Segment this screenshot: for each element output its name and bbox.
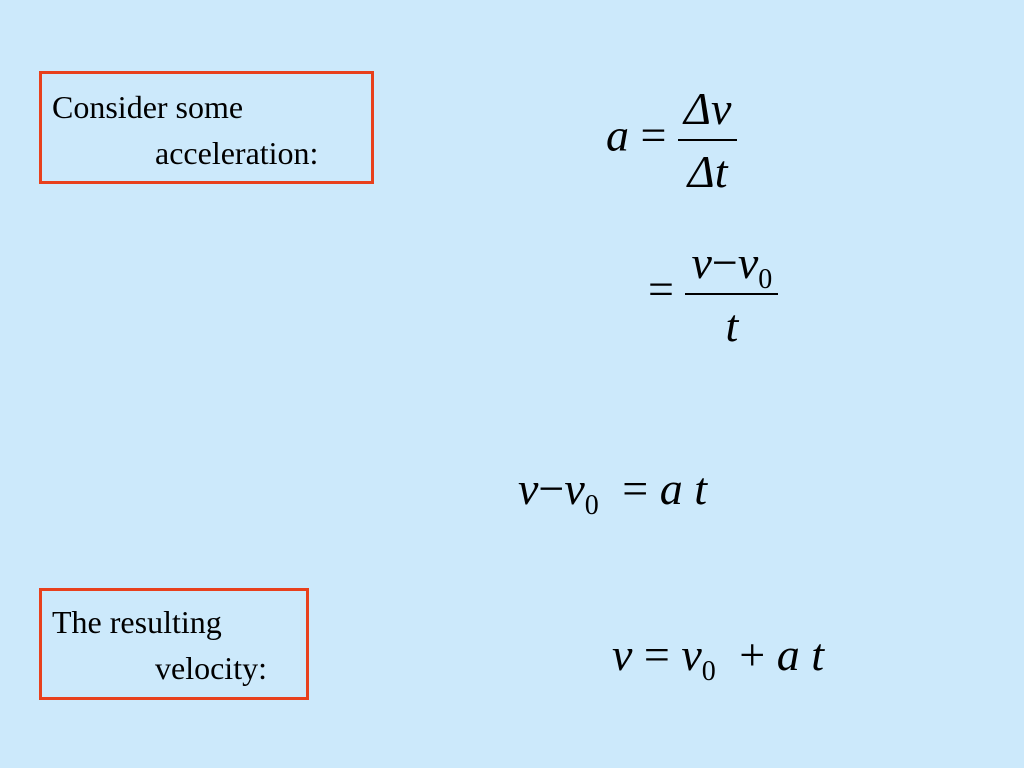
eq2-equals: = [648, 263, 674, 315]
eq2-denominator: t [685, 293, 779, 352]
eq3-a: a [659, 463, 683, 514]
consider-acceleration-box: Consider some acceleration: [39, 71, 374, 184]
eq3-v: v [518, 463, 539, 514]
consider-line2: acceleration: [155, 135, 319, 172]
eq2-num-v0: v [737, 237, 759, 288]
eq3-minus: − [538, 463, 565, 514]
eq2-num-minus: − [711, 237, 738, 288]
equation-resulting-velocity: v = v0 + a t [612, 628, 825, 686]
eq3-t: t [694, 463, 708, 514]
eq2-fraction: v−v0 t [685, 236, 779, 352]
consider-line1: Consider some [52, 89, 244, 125]
resulting-line2: velocity: [155, 650, 267, 687]
eq3-sub: 0 [584, 490, 599, 521]
eq2-numerator: v−v0 [685, 236, 778, 295]
resulting-line1: The resulting [52, 604, 222, 640]
equation-velocity-difference: v−v0 = a t [518, 462, 708, 520]
eq4-equals: = [643, 629, 670, 680]
eq3-equals: = [622, 463, 649, 514]
eq4-sub: 0 [701, 656, 716, 687]
eq4-a: a [776, 629, 800, 680]
eq2-num-v: v [691, 237, 712, 288]
eq3-v0: v [564, 463, 585, 514]
eq1-fraction: Δv Δt [677, 82, 738, 198]
eq1-equals: = [640, 109, 667, 161]
resulting-velocity-box: The resulting velocity: [39, 588, 309, 700]
eq4-v0: v [681, 629, 702, 680]
eq1-denominator: Δt [677, 139, 738, 198]
eq4-plus: + [739, 629, 766, 680]
eq4-v: v [612, 629, 633, 680]
equation-acceleration-expanded: = v−v0 t [648, 236, 779, 352]
eq2-num-sub: 0 [758, 264, 773, 295]
eq1-numerator: Δv [683, 83, 732, 134]
equation-acceleration-definition: a = Δv Δt [606, 82, 738, 198]
eq4-t: t [811, 629, 825, 680]
eq1-lhs: a [606, 109, 629, 161]
